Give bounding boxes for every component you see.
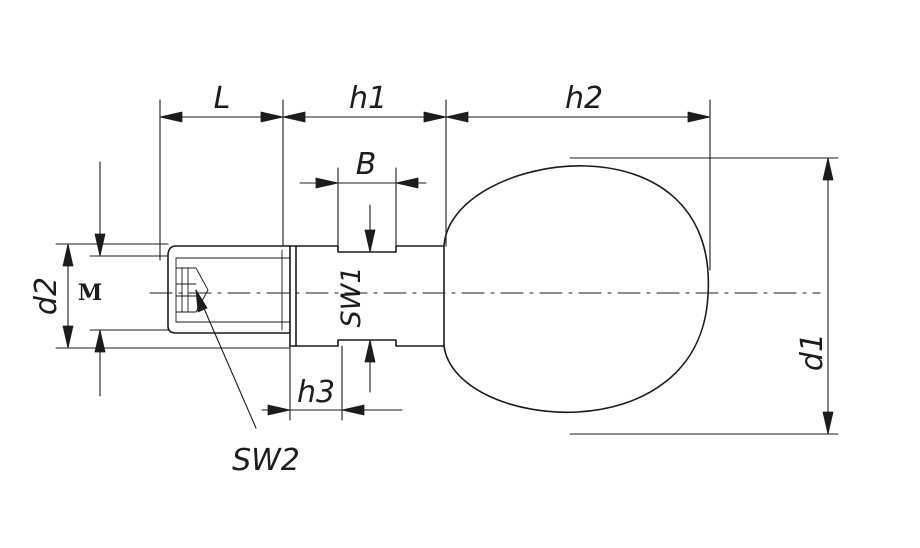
neck-with-spanner-flats bbox=[295, 245, 445, 347]
label-d2: d2 bbox=[29, 277, 64, 315]
label-SW2: SW2 bbox=[232, 443, 300, 478]
threaded-shank bbox=[167, 245, 291, 334]
label-M: M bbox=[78, 280, 102, 306]
label-L: L bbox=[214, 81, 231, 116]
label-d1: d1 bbox=[795, 333, 830, 371]
dimension-labels: L h1 h2 B d2 M SW1 d1 h3 SW2 bbox=[29, 81, 830, 478]
label-h1: h1 bbox=[349, 81, 387, 116]
hex-socket bbox=[175, 267, 209, 313]
label-h2: h2 bbox=[565, 81, 603, 116]
part-outline bbox=[149, 165, 821, 414]
label-B: B bbox=[356, 147, 377, 182]
leader-SW2 bbox=[195, 289, 257, 429]
label-SW1: SW1 bbox=[336, 266, 367, 327]
extension-lines bbox=[55, 99, 839, 435]
label-h3: h3 bbox=[297, 375, 335, 410]
ball-head bbox=[443, 165, 709, 414]
arrowheads bbox=[62, 111, 834, 435]
